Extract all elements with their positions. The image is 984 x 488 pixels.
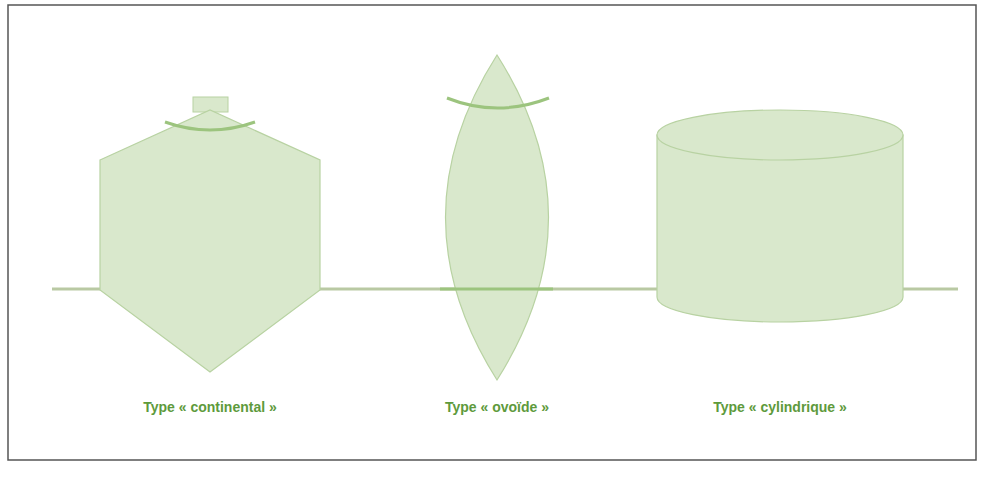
type-caption: Type « continental » (143, 399, 277, 415)
cylindrical-tank (657, 110, 903, 322)
type-caption: Type « cylindrique » (713, 399, 847, 415)
frame (8, 5, 976, 460)
type-caption: Type « ovoïde » (445, 399, 549, 415)
continental-tank (100, 97, 320, 372)
ovoid-tank (440, 55, 553, 380)
